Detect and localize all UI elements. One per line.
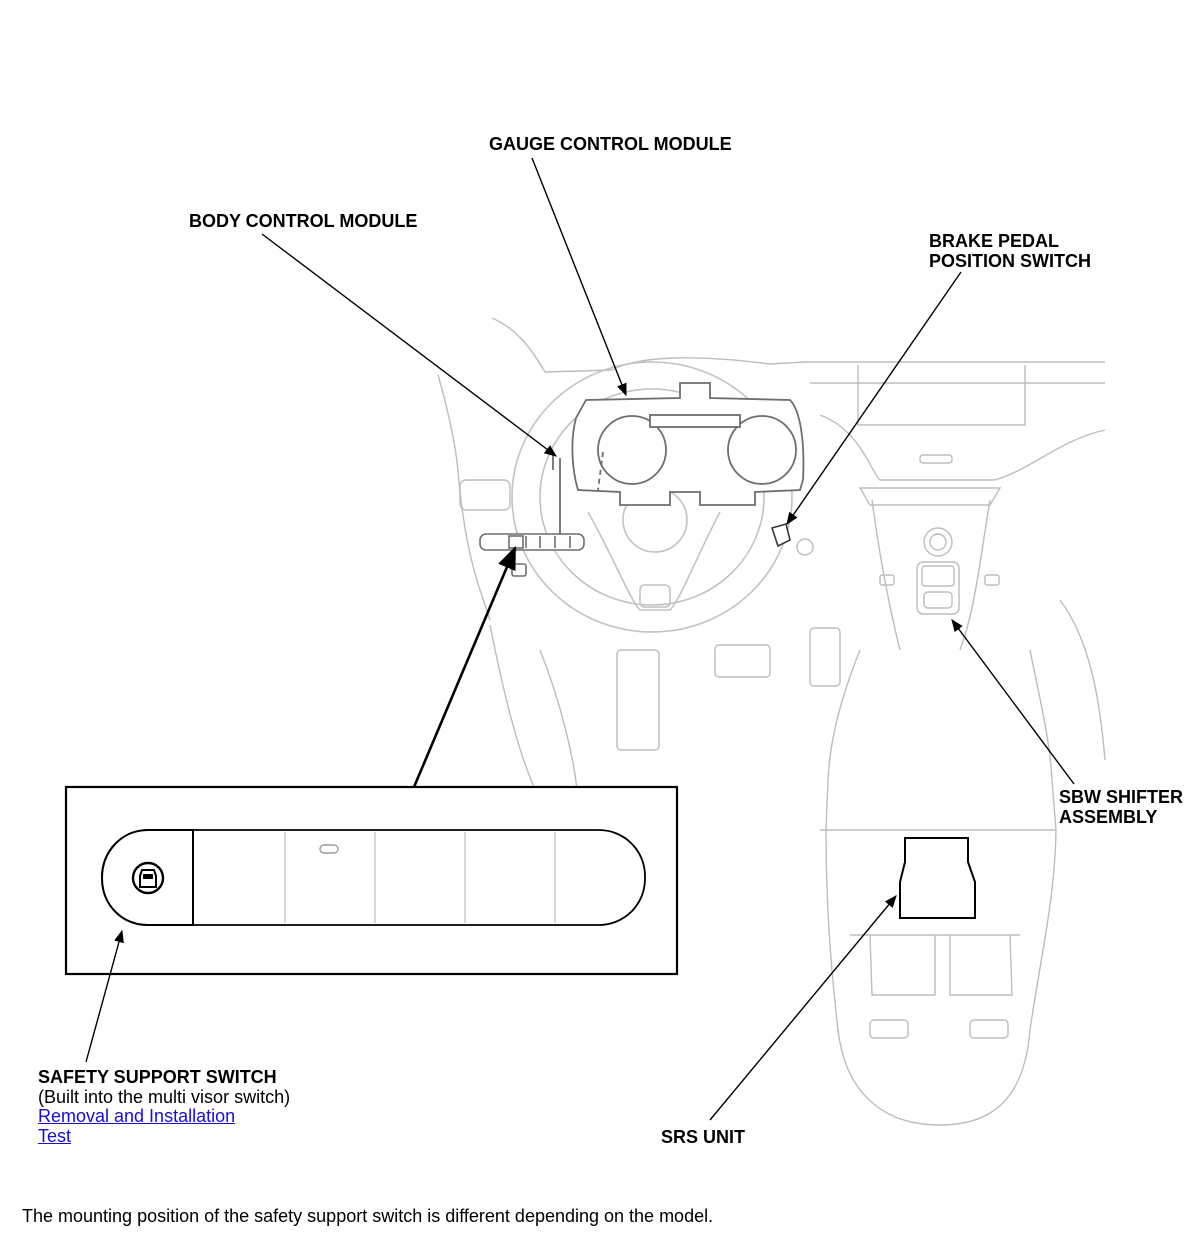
gauge-control-module-drawing — [571, 382, 805, 506]
label-sbw-shifter-assembly: SBW SHIFTER ASSEMBLY — [1059, 787, 1183, 827]
leader-gauge-control-module — [531, 157, 627, 397]
label-srs-unit: SRS UNIT — [661, 1127, 746, 1147]
leader-sbw-shifter-assembly — [951, 618, 1075, 785]
label-body-control-module: BODY CONTROL MODULE — [189, 211, 418, 231]
srs-unit-drawing — [899, 837, 976, 919]
leader-lines — [85, 157, 1075, 1121]
steering-wheel-and-gauge-cluster — [511, 361, 793, 633]
body-control-module-drawing — [552, 451, 604, 538]
leader-brake-pedal-position-switch — [786, 271, 962, 526]
brake-pedal-position-switch-drawing — [770, 523, 791, 548]
label-safety-support-switch: SAFETY SUPPORT SWITCH — [38, 1067, 277, 1087]
car-front-view-icon — [131, 861, 165, 895]
label-gauge-control-module: GAUGE CONTROL MODULE — [489, 134, 732, 154]
leader-srs-unit — [709, 895, 897, 1121]
safety-support-switch-note: (Built into the multi visor switch) — [38, 1087, 291, 1107]
removal-and-installation-link[interactable]: Removal and Installation — [38, 1106, 236, 1126]
leader-body-control-module — [261, 233, 558, 457]
test-link[interactable]: Test — [38, 1126, 72, 1146]
label-brake-pedal-position-switch: BRAKE PEDAL POSITION SWITCH — [929, 231, 1091, 271]
mounting-position-footnote: The mounting position of the safety supp… — [22, 1206, 714, 1226]
inset-pointer-line — [412, 545, 517, 788]
leader-safety-support-switch — [85, 929, 124, 1063]
dashboard-illustration — [437, 317, 1106, 1126]
